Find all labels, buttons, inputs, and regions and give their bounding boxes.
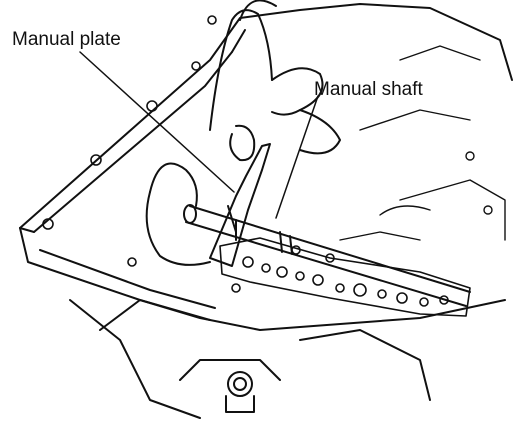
- lower-housing: [69, 299, 431, 419]
- manual-shaft-label: Manual shaft: [314, 79, 423, 100]
- hand-illustration: [145, 0, 341, 266]
- case-frame: [19, 3, 513, 331]
- flange-bolt-holes: [42, 15, 241, 293]
- manual-plate-leader-line: [79, 51, 235, 193]
- valve-body-plate: [219, 237, 471, 317]
- manual-plate-label: Manual plate: [12, 29, 121, 50]
- manual-shaft-leader-line: [275, 95, 319, 219]
- manual-plate: [209, 143, 271, 267]
- manual-shaft: [183, 204, 471, 307]
- callout-leader-lines: [79, 51, 319, 219]
- case-internal-details: [339, 45, 506, 241]
